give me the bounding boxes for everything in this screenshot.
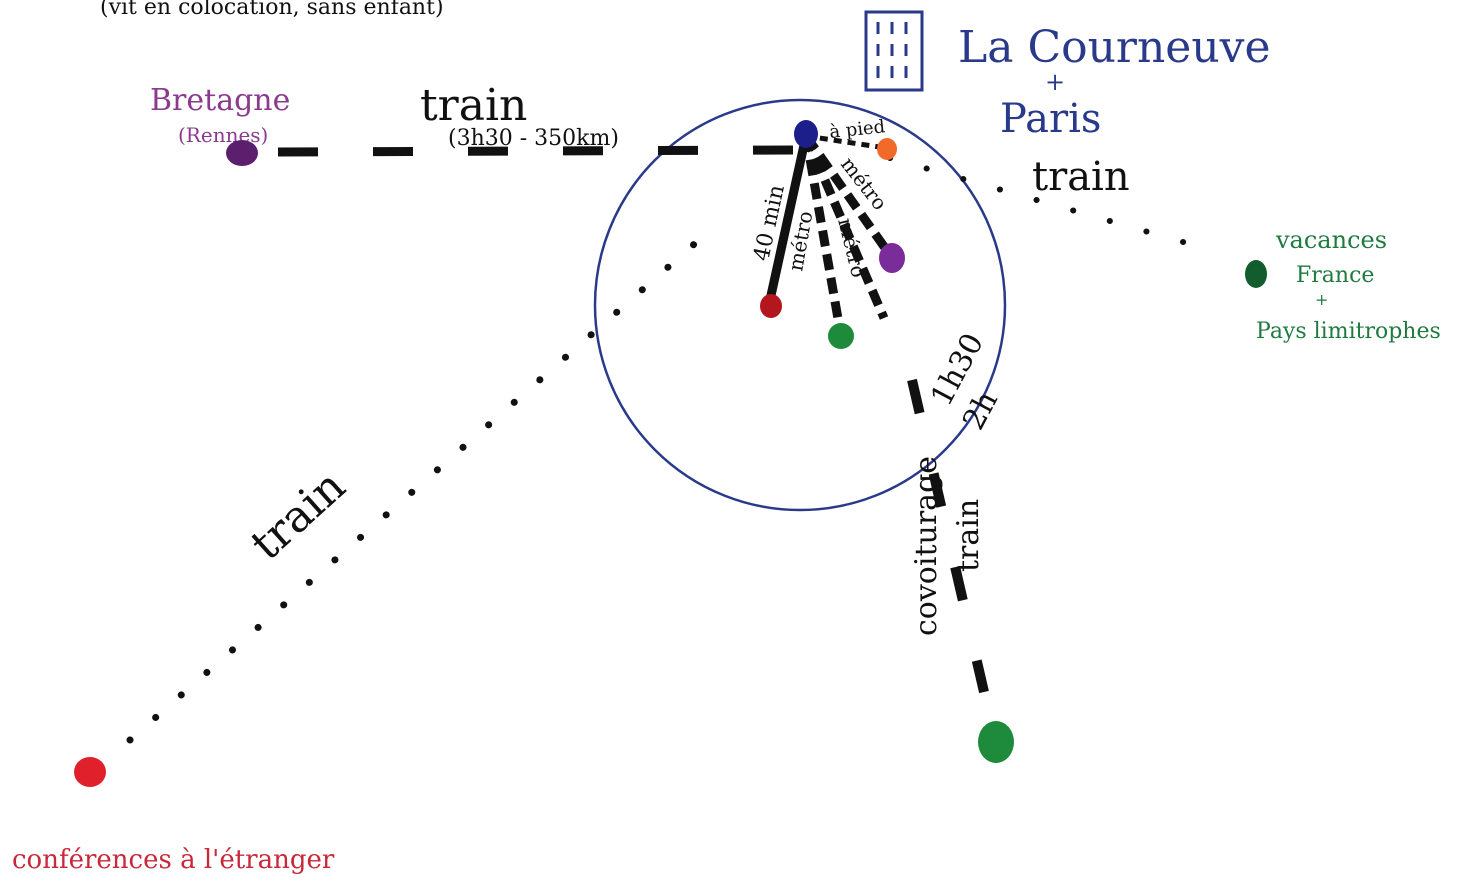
home-dot [794,120,818,148]
local-orange-dot [877,138,897,160]
place-conferences-dot [74,757,106,787]
home-name: La Courneuve [958,22,1271,73]
local-red-dot [760,294,782,318]
place-bretagne-sub: (Rennes) [178,123,268,147]
route-conferences-mode: train [241,460,355,570]
route-bretagne-mode: train [420,80,527,131]
home-plus: + [1045,68,1065,96]
route-vacances-mode: train [1032,154,1130,200]
header-note: (vit en colocation, sans enfant) [100,0,444,20]
place-south-dot [978,721,1014,763]
place-conferences-label: conférences à l'étranger [12,845,335,875]
route-bretagne-detail: (3h30 - 350km) [448,126,619,151]
place-bretagne-dot [226,140,258,166]
spoke-south [801,134,889,320]
local-a-pied: à pied [828,116,886,143]
local-purple-dot [879,243,905,273]
place-vacances-plus: + [1315,290,1328,309]
place-vacances-dot [1245,260,1267,288]
spoke-green [801,135,845,331]
spoke-purple [802,133,894,258]
home-city: Paris [1000,96,1101,142]
local-zone-circle [593,98,1007,512]
local-green-dot [828,323,854,349]
place-vacances-line2: France [1296,263,1374,288]
route-south-mode-1: covoiturage [909,456,944,636]
route-south-mode-2: train [951,499,986,572]
route-conferences [126,228,712,744]
place-vacances-line1: vacances [1275,226,1387,254]
place-bretagne-name: Bretagne [150,83,290,118]
building-icon [864,10,924,92]
place-vacances-line3: Pays limitrophes [1256,319,1441,344]
spoke-red [765,135,811,301]
